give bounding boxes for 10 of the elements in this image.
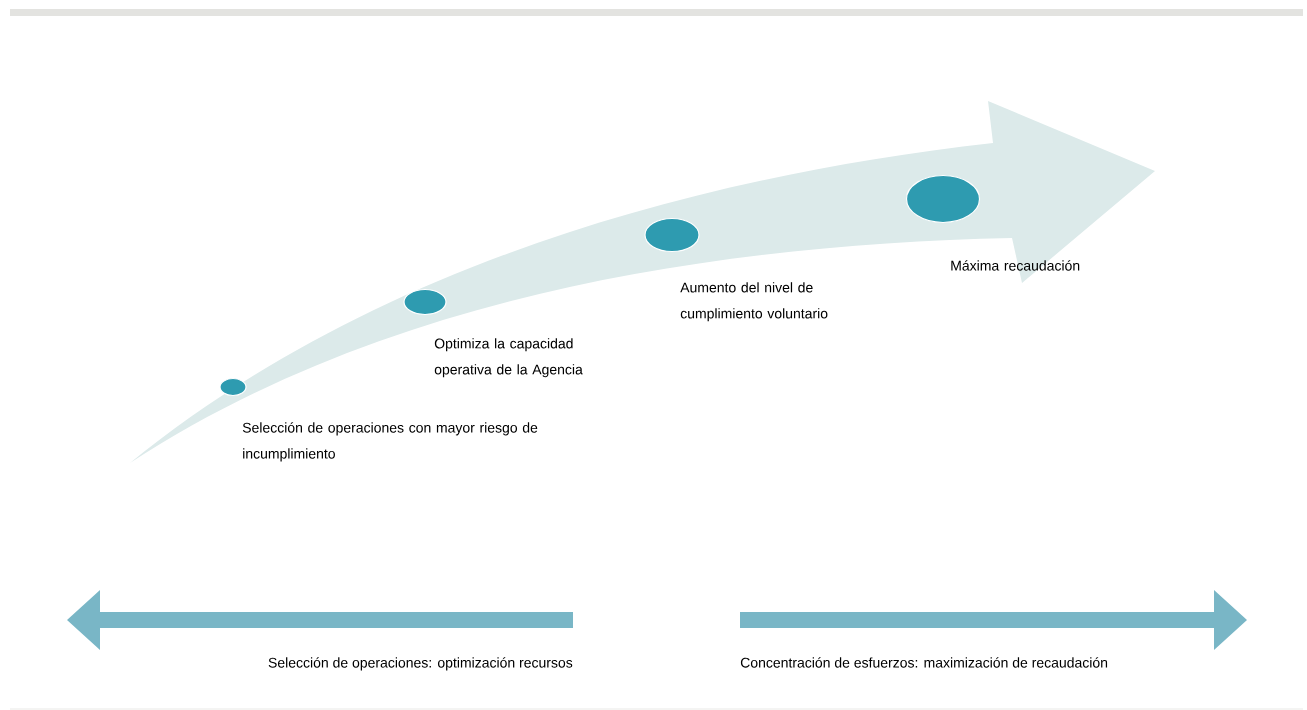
circle-marker [644,217,700,253]
caption-text: Aumento del nivel de cumplimiento voluntario [680,282,828,322]
caption-text: Selección de operaciones con mayor riesgo de incumplimiento [242,422,538,462]
circle-marker [403,288,447,316]
caption-text: Selección de operaciones: optimización recursos [268,657,573,671]
caption-text: Concentración de esfuerzos: maximización de recaudación [740,657,1108,668]
caption-text: Optimiza la capacidad operativa de la Agencia [434,338,583,378]
caption-text: Máxima recaudación [951,260,1080,271]
circle-marker [905,174,981,224]
circle-marker [219,377,247,397]
